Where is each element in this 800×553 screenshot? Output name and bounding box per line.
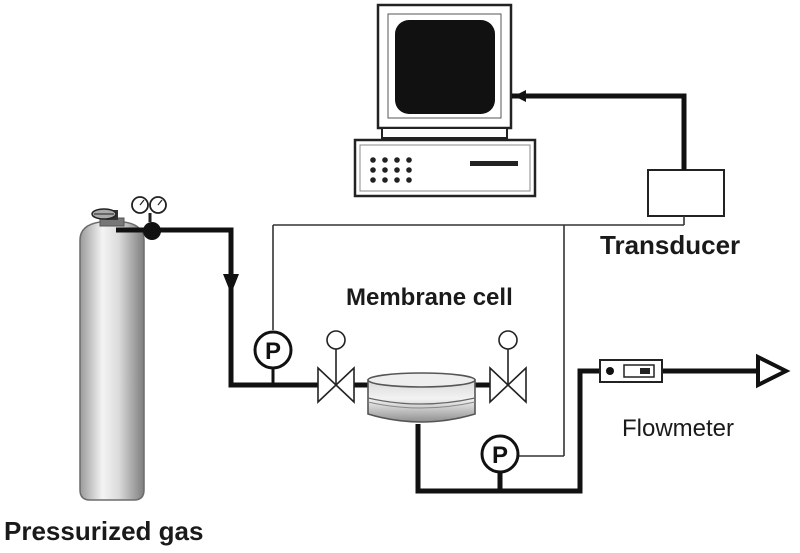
regulator-gauges [131,196,167,214]
membrane-cell-label: Membrane cell [346,284,513,311]
monitor-screen [395,20,495,114]
membrane-cell [367,372,476,423]
flowmeter-label: Flowmeter [622,415,735,442]
gas-cylinder [79,196,167,501]
transducer-label: Transducer [600,230,741,260]
cylinder-valve [91,208,118,220]
computer-base [353,138,537,198]
permeate-line [415,368,600,494]
pressure-gauge-upstream: P [253,330,293,385]
flow-arrow-down [223,274,239,294]
pressure-signal-lines [272,216,685,457]
outlet-arrow [756,353,791,389]
signal-arrow [514,90,526,102]
pressure-gauge-downstream: P [480,434,520,474]
outlet-valve [489,330,527,404]
gauge-label: P [265,338,281,365]
transducer [647,169,725,217]
computer [353,3,537,198]
monitor [376,3,513,139]
keypad-dots [370,157,412,183]
disk-slot [470,161,518,166]
pressurized-gas-label: Pressurized gas [4,516,204,546]
gauge-label: P [492,442,508,469]
signal-line [512,90,687,170]
outlet-line [662,353,791,389]
inlet-valve [317,330,355,404]
flowmeter-indicator [606,367,614,375]
flowmeter [599,359,663,383]
